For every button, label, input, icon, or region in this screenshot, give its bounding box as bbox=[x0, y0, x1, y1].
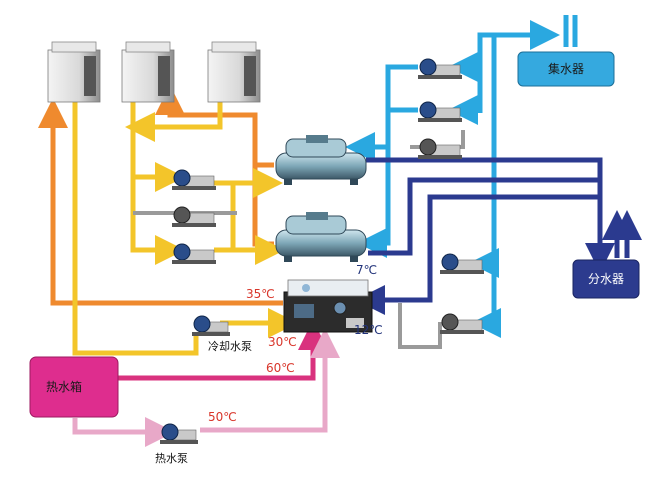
cooling-pump-3 bbox=[172, 243, 216, 264]
orange-pipe-to-tower bbox=[155, 85, 258, 165]
temp-30c: 30℃ bbox=[268, 335, 297, 349]
gray-pipe-upper bbox=[410, 130, 465, 149]
chiller-unit-1 bbox=[275, 135, 367, 185]
orange-pipe-chiller2 bbox=[252, 162, 274, 247]
hot-water-tank-label: 热水箱 bbox=[46, 379, 82, 394]
temp-35c: 35℃ bbox=[246, 287, 275, 301]
orange-cooling-return-pipes bbox=[38, 85, 283, 306]
yellow-pipe-tower2-down bbox=[130, 100, 185, 265]
chilled-pump-2 bbox=[418, 101, 462, 122]
temp-50c: 50℃ bbox=[208, 410, 237, 424]
cooling-water-pump bbox=[192, 315, 230, 336]
dark-blue-chilled-pipes bbox=[355, 157, 642, 315]
water-collector: 集水器 bbox=[517, 51, 615, 87]
lb-pipe-left-main bbox=[357, 64, 418, 258]
cooling-tower-2 bbox=[121, 41, 175, 103]
hot-water-pipes bbox=[72, 320, 340, 447]
chilled-pump-1 bbox=[418, 58, 462, 79]
orange-pipe-main bbox=[38, 98, 283, 306]
yellow-pipe-tower1-down bbox=[72, 97, 199, 356]
cooling-tower-3 bbox=[207, 41, 261, 103]
hot-water-tank: 热水箱 bbox=[29, 356, 119, 418]
chilled-pump-3 bbox=[418, 138, 462, 159]
chilled-pump-4 bbox=[440, 253, 484, 274]
water-collector-label: 集水器 bbox=[548, 61, 584, 76]
water-distributor: 分水器 bbox=[572, 259, 640, 299]
temp-60c: 60℃ bbox=[266, 361, 295, 375]
hot-water-pump bbox=[160, 423, 198, 444]
cooling-pump-caption: 冷却水泵 bbox=[208, 340, 252, 353]
db-pipe-main-chiller bbox=[380, 194, 600, 303]
yellow-cooling-supply-pipes bbox=[72, 97, 298, 356]
hot-water-pump-caption: 热水泵 bbox=[155, 452, 188, 465]
water-distributor-label: 分水器 bbox=[588, 272, 624, 286]
gray-pipe-right bbox=[398, 303, 442, 349]
db-pipe-chiller1 bbox=[366, 157, 615, 273]
pump-icons bbox=[160, 58, 484, 444]
cooling-pump-2 bbox=[172, 206, 216, 227]
cooling-pump-1 bbox=[172, 169, 216, 190]
db-pipe-chiller2 bbox=[368, 177, 600, 256]
lb-pipe-right-main bbox=[471, 35, 501, 338]
chilled-pump-5 bbox=[440, 313, 484, 334]
yellow-pipe-return-tower bbox=[125, 100, 223, 142]
chiller-unit-2 bbox=[275, 212, 367, 262]
pink-hot-return-pipe bbox=[72, 417, 175, 447]
pink-hot-return-pipe-2 bbox=[200, 328, 340, 433]
light-blue-pipes bbox=[345, 15, 578, 338]
heat-recovery-chiller bbox=[283, 279, 373, 333]
cooling-tower-1 bbox=[47, 41, 101, 103]
temp-7c: 7℃ bbox=[356, 263, 377, 277]
temp-12c: 12℃ bbox=[354, 323, 383, 337]
